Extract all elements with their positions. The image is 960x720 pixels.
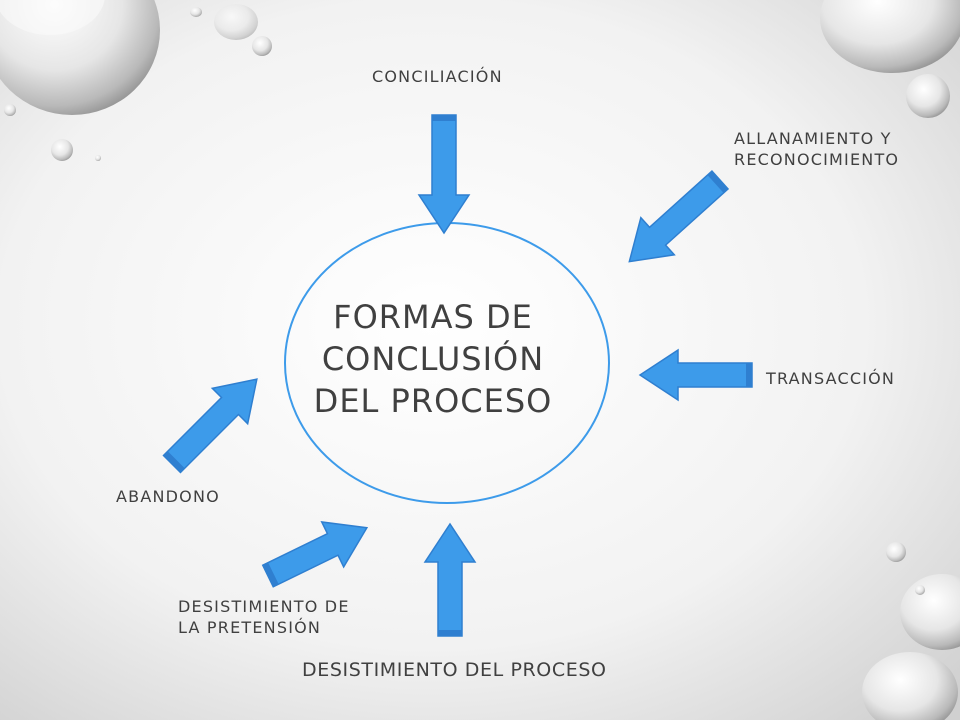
arrow-desistimiento-pretension [261, 521, 369, 588]
center-title: FORMAS DE CONCLUSIÓN DEL PROCESO [288, 296, 578, 422]
arrow-allanamiento [628, 170, 730, 263]
center-title-line1: FORMAS DE [333, 298, 533, 336]
label-allanamiento: ALLANAMIENTO Y RECONOCIMIENTO [734, 128, 899, 170]
label-desistimiento-pretension-line2: LA PRETENSIÓN [178, 618, 322, 637]
label-allanamiento-line1: ALLANAMIENTO Y [734, 129, 892, 148]
label-desistimiento-pretension: DESISTIMIENTO DE LA PRETENSIÓN [178, 596, 350, 638]
center-title-line2: CONCLUSIÓN [321, 340, 545, 378]
label-conciliacion: CONCILIACIÓN [372, 67, 503, 86]
arrow-conciliacion [417, 114, 471, 235]
center-title-line3: DEL PROCESO [313, 382, 553, 420]
label-allanamiento-line2: RECONOCIMIENTO [734, 150, 900, 169]
label-desistimiento-pretension-line1: DESISTIMIENTO DE [178, 597, 350, 616]
arrow-transaccion [638, 348, 753, 402]
arrow-abandono [162, 378, 258, 474]
label-transaccion: TRANSACCIÓN [766, 369, 896, 388]
label-desistimiento-proceso: DESISTIMIENTO DEL PROCESO [302, 659, 607, 681]
label-abandono: ABANDONO [116, 487, 220, 506]
arrow-desistimiento-proceso [423, 522, 477, 637]
